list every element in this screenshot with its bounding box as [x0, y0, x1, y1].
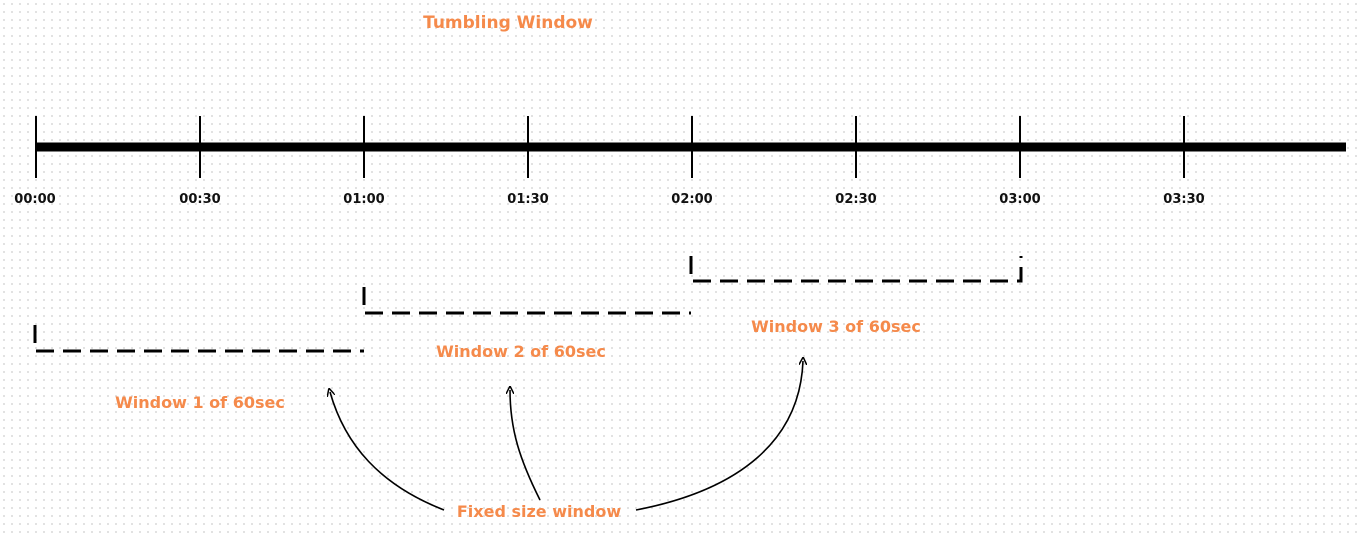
tick-label: 03:00 — [999, 192, 1040, 207]
tick-label: 01:30 — [507, 192, 548, 207]
window-2-label: Window 2 of 60sec — [436, 342, 606, 361]
timeline-ticks — [35, 116, 1185, 178]
diagram-title: Tumbling Window — [423, 13, 593, 33]
window-1-label: Window 1 of 60sec — [115, 393, 285, 412]
tick-label: 02:30 — [835, 192, 876, 207]
window-2-bracket — [362, 287, 691, 315]
arrow-to-window-2 — [510, 390, 541, 501]
tick-label: 00:30 — [179, 192, 220, 207]
arrow-to-window-3 — [635, 361, 803, 511]
tick-label: 01:00 — [343, 192, 384, 207]
tick-label: 00:00 — [14, 192, 55, 207]
window-1-bracket — [33, 325, 364, 353]
window-3-label: Window 3 of 60sec — [751, 317, 921, 336]
tick-label: 02:00 — [671, 192, 712, 207]
timeline-tick-labels: 00:00 00:30 01:00 01:30 02:00 02:30 03:0… — [14, 192, 1204, 207]
fixed-size-window-label: Fixed size window — [457, 502, 621, 521]
arrow-to-window-1 — [330, 392, 445, 511]
tick-label: 03:30 — [1163, 192, 1204, 207]
window-3-bracket — [689, 256, 1023, 283]
